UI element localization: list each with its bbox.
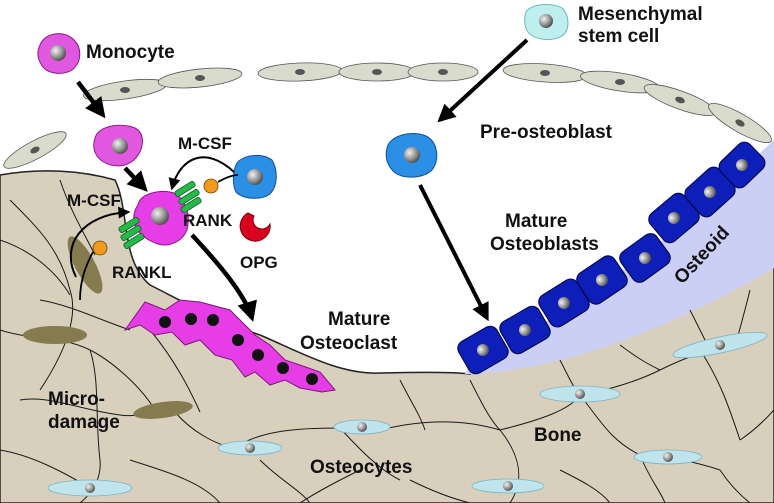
- rankl-ligands: [92, 178, 219, 256]
- label-monocyte: Monocyte: [86, 42, 175, 63]
- osteoblast: [457, 325, 509, 375]
- label-msc-line1: Mesenchymal: [578, 4, 703, 25]
- monocyte-intermediate-cell: [93, 124, 143, 167]
- osteoblast: [576, 255, 628, 305]
- rankl-stalk-left: [79, 251, 94, 301]
- label-microdamage-line2: damage: [48, 412, 120, 433]
- arrow-monocyte-down: [76, 80, 106, 119]
- osteoblast: [538, 278, 590, 328]
- label-mature-osteoblasts-line2: Osteoblasts: [490, 234, 599, 255]
- mature-osteoclast-cell: [123, 299, 336, 393]
- label-mature-osteoclast-line1: Mature: [328, 309, 390, 330]
- rankl-stalk-right: [217, 174, 239, 183]
- label-mature-osteoblasts-line1: Mature: [505, 211, 567, 232]
- osteocyte: [539, 385, 621, 403]
- label-mature-osteoclast-line2: Osteoclast: [300, 333, 398, 354]
- label-mcsf-top: M-CSF: [178, 134, 232, 153]
- label-rank: RANK: [183, 211, 233, 230]
- arrow-monocyte-to-preosteoclast: [123, 166, 148, 192]
- label-opg: OPG: [240, 253, 278, 272]
- osteocyte: [672, 331, 768, 359]
- rank-receptors: [118, 180, 202, 250]
- label-msc-line2: stem cell: [578, 26, 659, 47]
- osteocyte: [333, 419, 391, 435]
- preosteoblast-cell: [385, 133, 438, 178]
- arrow-preosteoclast-to-osteoclast: [190, 233, 257, 322]
- preosteoclast-cell: [133, 190, 189, 246]
- osteoblast: [499, 305, 551, 355]
- osteocyte: [217, 440, 283, 456]
- osteoblast: [619, 233, 671, 283]
- osteocyte: [633, 449, 703, 465]
- stromal-cell: [232, 154, 277, 199]
- osteocyte: [471, 478, 545, 494]
- mature-osteoblasts-row: [457, 141, 766, 375]
- arrow-mcsf-top: [168, 156, 235, 191]
- microdamage-lesions: [23, 236, 193, 419]
- label-osteocytes: Osteocytes: [310, 457, 412, 478]
- arrow-preosteoblast-to-osteoblasts: [418, 184, 489, 322]
- opg-molecule: [239, 212, 271, 242]
- arrows: [69, 38, 529, 322]
- label-bone: Bone: [534, 425, 582, 446]
- osteoblast: [648, 192, 700, 244]
- lining-cell-nuclei: [30, 69, 745, 154]
- label-preosteoblast: Pre-osteoblast: [480, 122, 613, 143]
- arrow-msc-to-preosteoblast: [437, 38, 529, 123]
- monocyte-cell: [37, 33, 81, 74]
- osteoid-layer: [465, 140, 774, 374]
- label-rankl: RANKL: [112, 263, 172, 282]
- arrow-mcsf-left: [69, 206, 131, 278]
- label-microdamage-line1: Micro-: [48, 389, 105, 410]
- mesenchymal-stem-cell: [524, 4, 569, 40]
- label-mcsf-left: M-CSF: [67, 191, 121, 210]
- osteoblast: [718, 141, 766, 189]
- osteocyte: [47, 479, 133, 497]
- osteocyte-group: [47, 331, 768, 497]
